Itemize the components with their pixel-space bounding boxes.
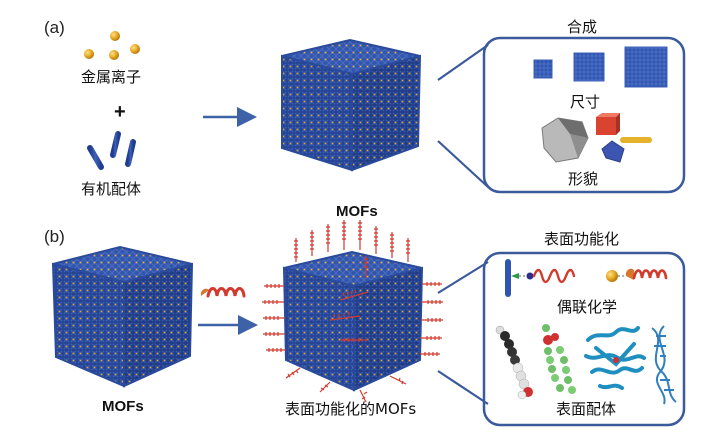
functionalized-mofs-label: 表面功能化的MOFs [285, 400, 417, 418]
mofs-label-b: MOFs [102, 398, 144, 415]
metal-ions-label: 金属离子 [81, 68, 142, 86]
functionalization-callout-box [482, 251, 686, 427]
metal-ions-icon [84, 31, 140, 60]
mof-cube-b-icon [51, 245, 194, 388]
organic-ligands-icon [87, 131, 136, 170]
surface-ligands-label: 表面配体 [556, 400, 617, 418]
morphology-label: 形貌 [568, 170, 599, 188]
functionalization-callout-connector [437, 261, 489, 405]
dna-helix-icon [651, 325, 677, 405]
lipid-model-icon [542, 324, 576, 394]
size-cubes-icon [533, 46, 668, 88]
surface-functionalization-title: 表面功能化 [544, 230, 620, 248]
synthesis-title: 合成 [567, 18, 598, 36]
size-label: 尺寸 [570, 93, 601, 111]
panel-b-label: (b) [44, 227, 65, 246]
morphology-shapes-icon [541, 113, 652, 163]
coupling-chemistry-icon [505, 259, 668, 297]
functionalized-mof-icon [262, 220, 443, 403]
mofs-label-a: MOFs [336, 203, 378, 220]
synthesis-callout-box [482, 36, 686, 194]
coupling-chemistry-label: 偶联化学 [557, 298, 618, 316]
protein-model-icon [584, 326, 646, 390]
surface-ligands-icon [495, 324, 677, 405]
fatty-acid-model-icon [495, 325, 533, 400]
ligand-spring-icon [200, 287, 246, 298]
synthesis-callout-connector [437, 44, 489, 188]
plus-sign: + [114, 101, 126, 123]
panel-a-label: (a) [44, 18, 65, 37]
organic-ligands-label: 有机配体 [81, 180, 142, 198]
mof-cube-icon [281, 38, 422, 172]
